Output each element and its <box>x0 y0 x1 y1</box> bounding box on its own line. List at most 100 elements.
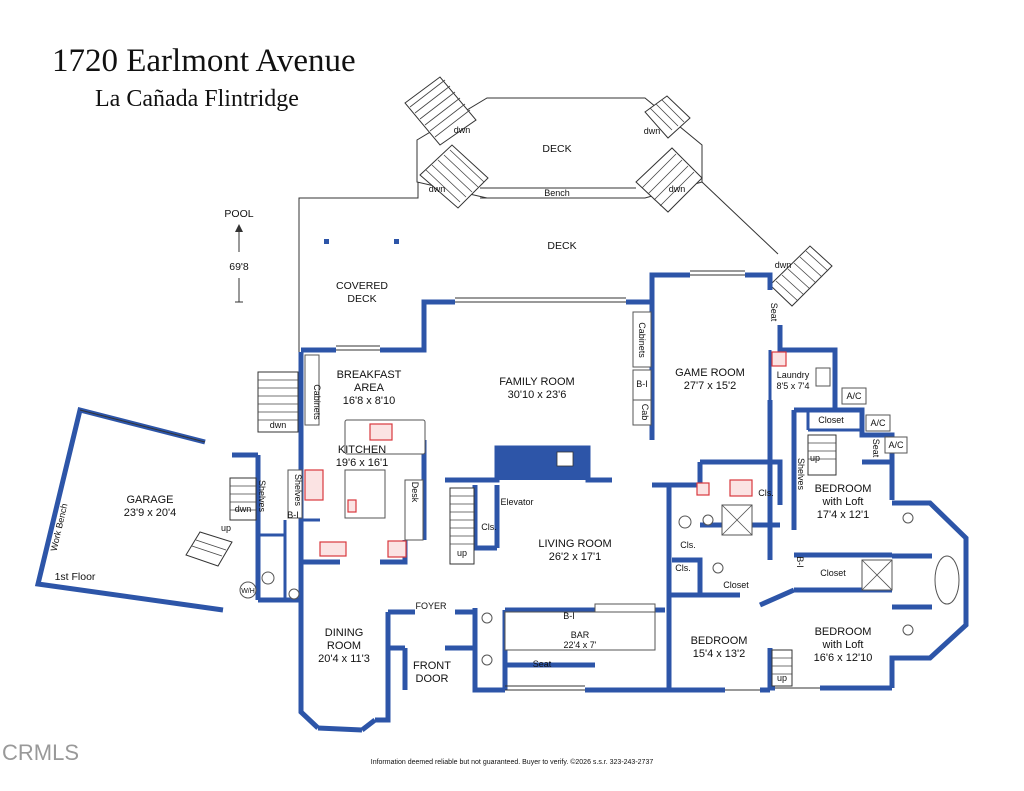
address-title: 1720 Earlmont Avenue <box>52 43 356 79</box>
garage-dimensions: 23'9 x 20'4 <box>124 507 177 519</box>
covered-deck-label-2: DECK <box>347 293 376 305</box>
foyer-label: FOYER <box>415 601 447 611</box>
water-heater-label: W/H <box>241 588 255 595</box>
bench-label: Bench <box>544 188 570 198</box>
exterior-walls <box>34 272 969 733</box>
bi-label-3: B-I <box>563 611 575 621</box>
up-label-4: up <box>777 673 787 683</box>
bedroom-loft-2-label: BEDROOM <box>815 626 872 638</box>
island-sink <box>347 499 357 513</box>
deck-stairs-right <box>769 245 833 307</box>
desk-label: Desk <box>410 482 420 503</box>
dwn-label-5: dwn <box>775 260 792 270</box>
desk <box>404 479 424 541</box>
seat-label-2: Seat <box>871 439 881 458</box>
game-room-dimensions: 27'7 x 15'2 <box>684 380 737 392</box>
seat-label-1: Seat <box>769 303 779 322</box>
cabinets-unit <box>304 354 320 426</box>
refrigerator <box>387 540 407 558</box>
loft-stairs-1 <box>807 434 837 476</box>
garage-inner-stairs <box>185 477 257 567</box>
closet-label-2: Closet <box>723 580 749 590</box>
bedroom-loft-2-dimensions: 16'6 x 12'10 <box>814 652 873 664</box>
disclaimer: Information deemed reliable but not guar… <box>371 758 654 766</box>
interior-walls <box>258 350 862 600</box>
ac-unit-2 <box>865 414 891 432</box>
game-room-label: GAME ROOM <box>675 367 745 379</box>
living-stairs <box>449 487 475 565</box>
cls-label-2: Cls. <box>758 488 774 498</box>
bedroom-loft-2-sub: with Loft <box>822 639 864 651</box>
family-cabinets <box>632 311 652 368</box>
shelves-label-2: Shelves <box>257 480 267 513</box>
family-room-label: FAMILY ROOM <box>499 376 574 388</box>
up-label-3: up <box>810 453 820 463</box>
bedroom-loft-1-label: BEDROOM <box>815 483 872 495</box>
dining-room-dimensions: 20'4 x 11'3 <box>318 653 370 665</box>
kitchen-dimensions: 19'6 x 16'1 <box>336 457 389 469</box>
loft-stairs-2 <box>771 649 793 687</box>
ac-label-1: A/C <box>846 391 862 401</box>
ac-unit-1 <box>841 387 867 405</box>
closet-label-3: Closet <box>820 568 846 578</box>
cabinets-label-2: Cabinets <box>637 322 647 358</box>
bi-label-2: B-I <box>287 510 299 520</box>
oven <box>304 469 324 501</box>
window-segments <box>79 270 820 691</box>
garage-label: GARAGE <box>126 494 173 506</box>
breakfast-label: BREAKFAST <box>337 369 402 381</box>
ac-label-3: A/C <box>888 440 904 450</box>
shelves-label-3: Shelves <box>796 458 806 491</box>
dwn-label-2: dwn <box>644 126 661 136</box>
deck-stairs-lower-right <box>635 147 703 213</box>
shelves-label-1: Shelves <box>293 474 303 507</box>
dwn-label-6: dwn <box>270 420 287 430</box>
seat-label-3: Seat <box>533 659 552 669</box>
washer <box>815 367 831 387</box>
laundry-sink <box>771 351 787 367</box>
post-marker <box>394 239 399 244</box>
bedroom-loft-1-dimensions: 17'4 x 12'1 <box>817 509 870 521</box>
garage-stairs <box>257 371 299 433</box>
bedroom-dimensions: 15'4 x 13'2 <box>693 648 746 660</box>
dwn-label-4: dwn <box>669 184 686 194</box>
family-room-dimensions: 30'10 x 23'6 <box>508 389 567 401</box>
range <box>319 541 347 557</box>
cls-label-3: Cls. <box>680 540 696 550</box>
kitchen-label: KITCHEN <box>338 444 386 456</box>
game-sink <box>729 479 753 497</box>
up-label-2: up <box>457 548 467 558</box>
bar-area <box>504 611 656 651</box>
deck-stairs-upper-left <box>404 76 477 146</box>
lower-deck <box>298 181 779 352</box>
dining-room-label-2: ROOM <box>327 640 361 652</box>
watermark: CRMLS <box>2 740 79 765</box>
breakfast-dimensions: 16'8 x 8'10 <box>343 395 396 407</box>
cabinets-label-1: Cabinets <box>312 384 322 420</box>
pool-label: POOL <box>224 208 253 220</box>
dwn-label-7: dwn <box>235 504 252 514</box>
dwn-label-1: dwn <box>454 125 471 135</box>
living-room-dimensions: 26'2 x 17'1 <box>549 551 602 563</box>
up-label-1: up <box>221 523 231 533</box>
front-door-label-2: DOOR <box>416 673 449 685</box>
water-heater <box>239 581 257 599</box>
elevator-label: Elevator <box>500 497 533 507</box>
bedroom-label: BEDROOM <box>691 635 748 647</box>
dwn-label-3: dwn <box>429 184 446 194</box>
family-cab <box>632 399 652 426</box>
kitchen-sink <box>369 423 393 441</box>
cls-label-4: Cls. <box>675 563 691 573</box>
city-subtitle: La Cañada Flintridge <box>95 86 299 112</box>
front-door-label: FRONT <box>413 660 451 672</box>
dining-room-label: DINING <box>325 627 364 639</box>
upper-deck-label: DECK <box>542 143 571 155</box>
bi-label-1: B-I <box>636 379 648 389</box>
toilets <box>261 512 914 666</box>
post-marker <box>324 239 329 244</box>
bar-label: BAR <box>571 630 590 640</box>
bar-counter <box>594 603 656 613</box>
game-fixture <box>696 482 710 496</box>
